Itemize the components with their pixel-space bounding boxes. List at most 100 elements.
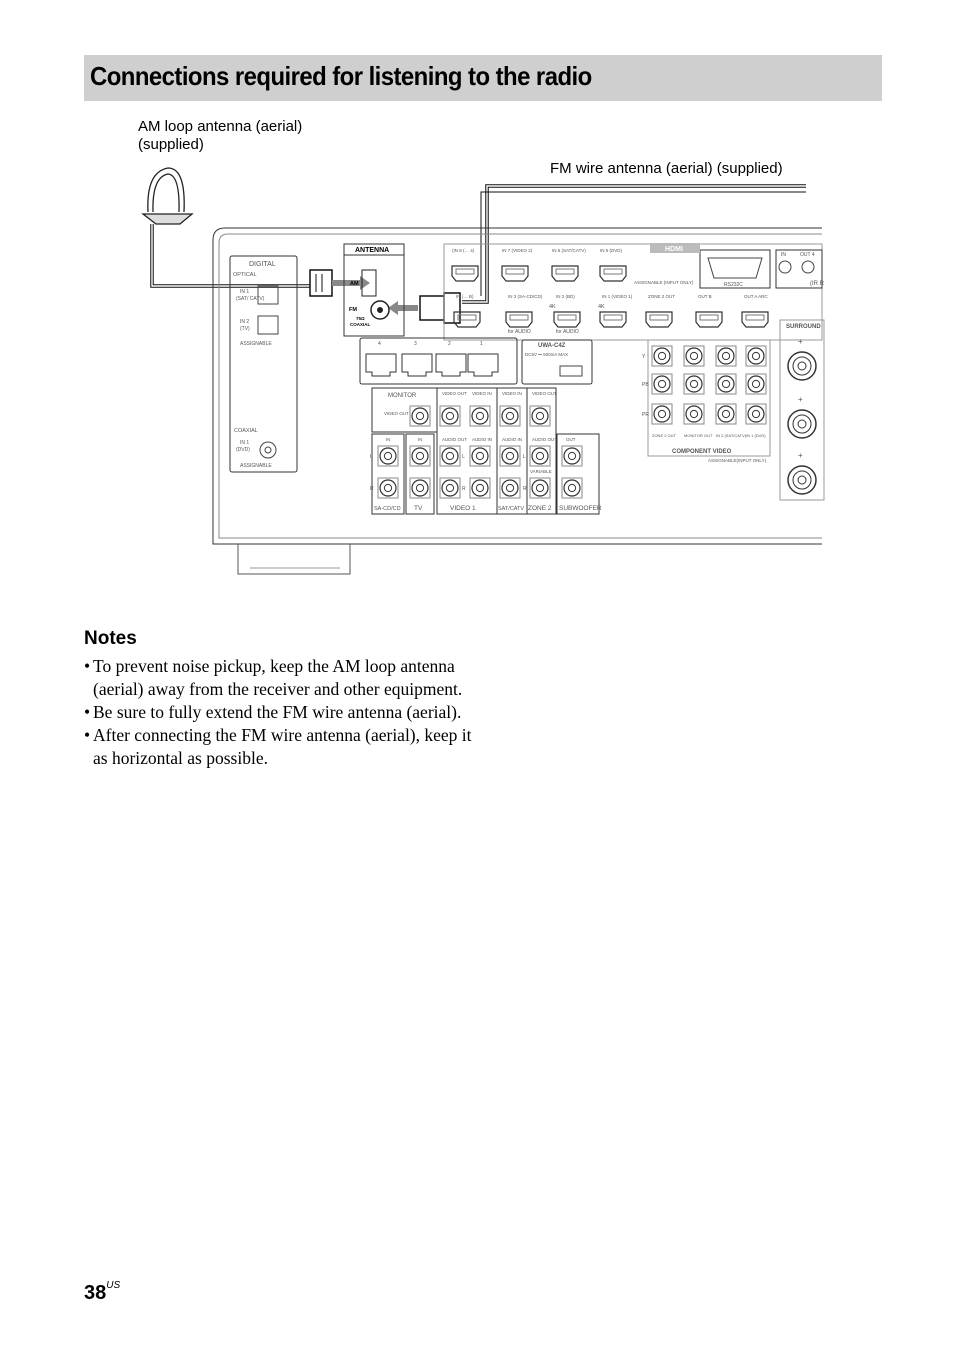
- channel-label: L: [462, 454, 465, 460]
- uwa-label: UWA-C4Z: [538, 343, 566, 349]
- rca-jack: [683, 373, 705, 395]
- hdmi-port: [741, 311, 769, 328]
- component-assignable: ASSIGNABLE(INPUT ONLY): [708, 458, 767, 463]
- antenna-label: ANTENNA: [355, 247, 389, 254]
- optical-in2-sub: (TV): [240, 326, 250, 332]
- network-port-label: 2: [448, 341, 451, 347]
- page-number-value: 38: [84, 1282, 107, 1304]
- surround-label: SURROUND: [786, 324, 821, 330]
- fm-terminal: [370, 300, 390, 320]
- audio-jack-label: AUDIO OUT: [442, 437, 467, 442]
- optical-in1-sub: (SAT/ CATV): [236, 296, 265, 302]
- hdmi-bottom-label: IN 3 (SA-CD/CD): [508, 294, 543, 299]
- usb-port: [559, 365, 583, 377]
- component-video-label: COMPONENT VIDEO: [672, 449, 732, 455]
- hdmi-bottom-label: OUT B: [698, 294, 712, 299]
- hdmi-port: [695, 311, 723, 328]
- coaxial-label: COAXIAL: [234, 428, 258, 434]
- connection-diagram: DIGITAL OPTICAL IN 1 (SAT/ CATV) IN 2 (T…: [141, 167, 825, 575]
- svg-text:+: +: [798, 395, 803, 404]
- component-row-label: Y: [642, 354, 646, 360]
- analog-section-label: TV: [414, 505, 423, 512]
- receiver-rear-panel: [212, 227, 825, 575]
- rca-jack: [469, 405, 491, 427]
- rca-jack: [561, 445, 583, 467]
- hdmi-top-label: (IN 8 (… 4): [452, 248, 475, 253]
- audio-jack-label: IN: [418, 437, 423, 442]
- fm-terminal-label: FM: [349, 307, 357, 313]
- rca-jack: [529, 445, 551, 467]
- rca-jack: [377, 477, 399, 499]
- hdmi-bottom-label: IN (… B): [456, 294, 474, 299]
- ir-out-jack: [801, 260, 815, 274]
- speaker-terminal: [787, 351, 817, 381]
- network-port-label: 3: [414, 341, 417, 347]
- rca-jack: [683, 403, 705, 425]
- rca-jack: [499, 405, 521, 427]
- video-jack-label: VIDEO IN: [502, 391, 522, 396]
- component-col-label: MONITOR OUT: [684, 433, 713, 438]
- hdmi-port: [553, 311, 581, 328]
- note-item: To prevent noise pickup, keep the AM loo…: [84, 655, 474, 701]
- hdmi-header: [650, 243, 700, 253]
- rca-jack: [715, 403, 737, 425]
- network-port: [467, 353, 499, 377]
- hdmi-port: [599, 265, 627, 282]
- am-connector-icon: [309, 269, 333, 297]
- rca-jack: [409, 405, 431, 427]
- speaker-terminal: [787, 409, 817, 439]
- hdmi-bottom-row: IN (… B)IN 3 (SA-CD/CD)IN 2 (BD)IN 1 (VI…: [453, 294, 769, 328]
- speaker-terminal: [787, 465, 817, 495]
- hdmi-bottom-label: OUT A ARC: [744, 294, 768, 299]
- rca-jack: [745, 403, 767, 425]
- section-title: Connections required for listening to th…: [90, 61, 592, 91]
- rca-jack: [377, 445, 399, 467]
- hdmi-top-row: (IN 8 (… 4)IN 7 (VIDEO 2)IN 6 (SAT/CATV)…: [451, 248, 627, 282]
- am-antenna-label-line2: (supplied): [138, 136, 204, 153]
- coaxial-port: [259, 441, 277, 459]
- rca-jack: [715, 345, 737, 367]
- network-port-label: 4: [378, 341, 381, 347]
- hdmi-port: [505, 311, 533, 328]
- variable-label: VARIABLE: [530, 469, 552, 474]
- note-item: Be sure to fully extend the FM wire ante…: [84, 701, 474, 724]
- component-col-label: ZONE 2 OUT: [652, 433, 677, 438]
- ir-label: (IR R: [810, 281, 825, 287]
- rca-jack: [529, 477, 551, 499]
- coaxial-in1-label: IN 1: [240, 440, 249, 446]
- monitor-label: MONITOR: [388, 393, 417, 399]
- rca-jack: [651, 345, 673, 367]
- svg-text:+: +: [798, 451, 803, 460]
- rca-jack: [499, 445, 521, 467]
- for-audio-label-1: for AUDIO: [508, 329, 531, 335]
- am-loop-antenna-icon: [141, 167, 312, 288]
- network-port: [365, 353, 397, 377]
- fm-ohm-label: 75Ω: [356, 316, 365, 321]
- hdmi-label: HDMI: [665, 246, 683, 253]
- channel-label: L: [370, 454, 373, 460]
- hdmi-top-label: IN 5 (DVD): [600, 248, 623, 253]
- ir-in-jack: [778, 260, 792, 274]
- rca-jack: [683, 345, 705, 367]
- hdmi-port: [453, 311, 481, 328]
- rca-jack: [469, 477, 491, 499]
- component-col-label: IN 1 (DVD): [746, 433, 766, 438]
- video-jack-label: VIDEO OUT: [442, 391, 467, 396]
- rca-jack: [745, 345, 767, 367]
- analog-section-label: VIDEO 1: [450, 505, 476, 512]
- surround-speaker-terminals: + + +: [787, 337, 817, 495]
- network-port: [401, 353, 433, 377]
- hdmi-port: [501, 265, 529, 282]
- audio-jack-label: AUDIO OUT: [532, 437, 557, 442]
- rca-jack: [439, 405, 461, 427]
- ir-in-label: IN: [781, 252, 786, 258]
- coaxial-in1-sub: (DVD): [236, 447, 250, 453]
- audio-jack-label: AUDIO IN: [472, 437, 492, 442]
- digital-label: DIGITAL: [249, 261, 276, 268]
- rca-jack: [409, 477, 431, 499]
- rca-jack: [439, 445, 461, 467]
- channel-label: L: [523, 454, 526, 460]
- svg-text:+: +: [798, 337, 803, 346]
